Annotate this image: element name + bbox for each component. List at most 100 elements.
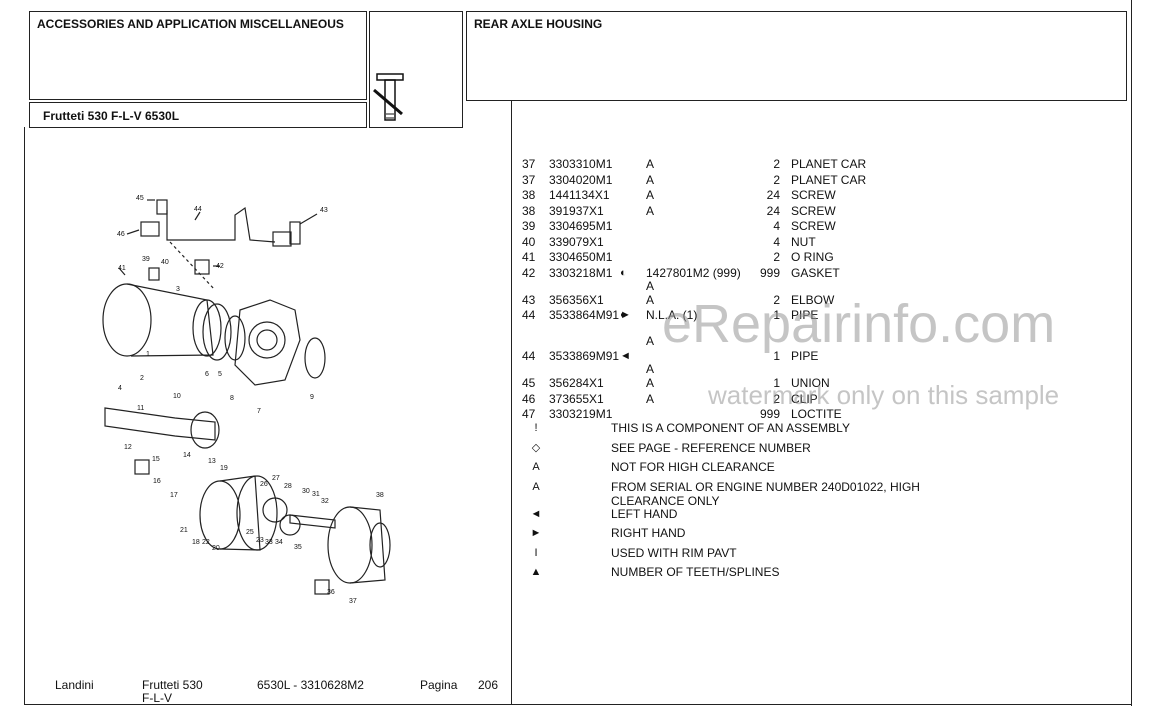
part-sub-note: A	[646, 334, 655, 348]
part-ref: 39	[522, 219, 536, 233]
legend-text: USED WITH RIM PAVT	[611, 545, 737, 560]
legend-text: LEFT HAND	[611, 506, 678, 521]
footer-brand: Landini	[55, 678, 94, 692]
part-ref: 37	[522, 157, 536, 171]
part-number: 339079X1	[549, 234, 604, 249]
footer-page-label: Pagina	[420, 678, 458, 692]
part-description: LOCTITE	[791, 407, 842, 421]
callout-label: 26	[260, 481, 268, 488]
footer-page-number: 206	[478, 678, 499, 692]
legend-symbol: ◄	[530, 507, 542, 520]
part-number: 3303310M1	[549, 157, 613, 171]
part-ref: 37	[522, 172, 536, 187]
part-ref: 45	[522, 376, 536, 390]
part-number: 3533864M91	[549, 308, 620, 322]
model-box: Frutteti 530 F-L-V 6530L	[29, 102, 367, 128]
section-title-box: ACCESSORIES AND APPLICATION MISCELLANEOU…	[29, 11, 367, 100]
callout-label: 37	[349, 598, 357, 605]
part-qty: 2	[773, 292, 780, 307]
callout-label: 7	[257, 408, 261, 415]
callout-label: 40	[161, 259, 169, 266]
part-number: 3533869M91	[549, 349, 620, 363]
legend: !THIS IS A COMPONENT OF AN ASSEMBLY◇ SEE …	[522, 421, 942, 585]
legend-row: ►RIGHT HAND	[522, 526, 942, 546]
part-description: O RING	[791, 250, 834, 264]
part-description: SCREW	[791, 203, 836, 218]
part-description: SCREW	[791, 219, 836, 233]
part-qty: 999	[759, 265, 780, 280]
part-description: PIPE	[791, 349, 819, 363]
legend-text: THIS IS A COMPONENT OF AN ASSEMBLY	[611, 421, 850, 435]
part-ref: 38	[522, 188, 536, 202]
callout-label: 10	[173, 393, 181, 400]
section-title: ACCESSORIES AND APPLICATION MISCELLANEOU…	[37, 17, 344, 31]
part-ref: 44	[522, 349, 536, 363]
part-sub-note: A	[646, 362, 655, 376]
elbow-fitting	[289, 221, 301, 245]
part-number: 3304650M1	[549, 250, 613, 264]
part-description: CLIP	[791, 391, 818, 406]
legend-text: SEE PAGE - REFERENCE NUMBER	[611, 440, 811, 455]
callout-label: 5	[218, 371, 222, 378]
part-number: 3304020M1	[549, 172, 613, 187]
callout-label: 43	[320, 207, 328, 214]
part-sub-note: A	[646, 278, 655, 293]
callout-label: 17	[170, 492, 178, 499]
part-note: A	[646, 292, 655, 307]
part-ref: 40	[522, 234, 536, 249]
callout-label: 46	[117, 231, 125, 238]
callout-label: 45	[136, 195, 144, 202]
callout-label: 23	[256, 537, 264, 544]
part-note: A	[646, 376, 655, 390]
part-ref: 41	[522, 250, 536, 264]
shaft-icon	[373, 73, 404, 121]
part-description: UNION	[791, 376, 830, 390]
callout-label: 19	[220, 465, 228, 472]
callout-label: 21	[180, 527, 188, 534]
part-ref: 38	[522, 203, 536, 218]
part-ref: 46	[522, 391, 536, 406]
part-qty: 4	[773, 219, 780, 233]
callout-label: 1	[146, 351, 150, 358]
callout-label: 33	[265, 539, 273, 546]
part-qty: 24	[766, 203, 780, 218]
part-ref: 42	[522, 265, 536, 280]
part-qty: 999	[759, 407, 780, 421]
part-number: 356356X1	[549, 292, 604, 307]
part-number: 1441134X1	[549, 188, 610, 202]
part-description: NUT	[791, 234, 816, 249]
legend-row: ▲NUMBER OF TEETH/SPLINES	[522, 565, 942, 585]
callout-label: 16	[153, 478, 161, 485]
part-qty: 1	[773, 349, 780, 363]
legend-symbol: A	[532, 480, 540, 493]
legend-row: ◇ SEE PAGE - REFERENCE NUMBER	[522, 441, 942, 461]
callout-label: 27	[272, 475, 280, 482]
part-qty: 2	[773, 391, 780, 406]
legend-symbol: ►	[530, 527, 542, 539]
part-number: 373655X1	[549, 391, 604, 406]
legend-symbol: ▲	[530, 566, 542, 578]
part-note: A	[646, 157, 655, 171]
part-description: ELBOW	[791, 292, 835, 307]
callout-label: 41	[118, 265, 126, 272]
legend-row: !THIS IS A COMPONENT OF AN ASSEMBLY	[522, 421, 942, 441]
legend-symbol: ◇	[531, 441, 541, 454]
callout-label: 20	[212, 545, 220, 552]
part-qty: 1	[773, 376, 780, 390]
part-note: A	[646, 188, 655, 202]
pipe-part	[166, 206, 276, 243]
left-border	[24, 127, 25, 705]
part-note: A	[646, 172, 655, 187]
